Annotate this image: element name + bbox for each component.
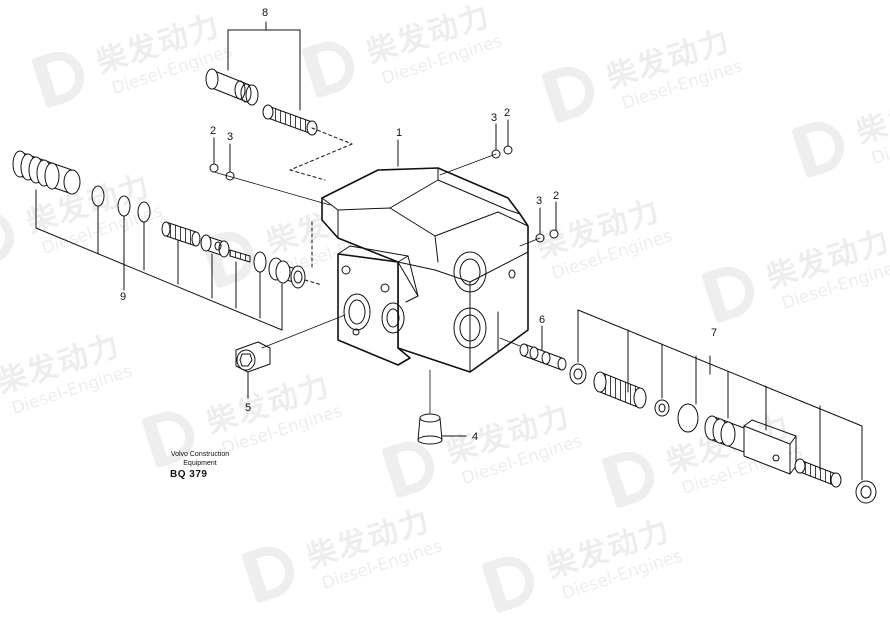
- spool-6: [499, 325, 567, 371]
- callout-3-lower-right: 3: [536, 195, 542, 207]
- exploded-parts-diagram: 1 2 3 2 3 2 3 4 5 6 7 8 9: [12, 7, 877, 504]
- screw-washer-right: [439, 119, 559, 247]
- relief-valve-assembly-7: [569, 309, 877, 504]
- callout-2-upper-right: 2: [504, 107, 510, 119]
- callout-7: 7: [711, 327, 717, 339]
- callout-3-upper-right: 3: [491, 112, 497, 124]
- callout-3-left: 3: [227, 131, 233, 143]
- callout-5: 5: [245, 402, 251, 414]
- plug-4: [417, 369, 467, 445]
- caption-line-2: Equipment: [183, 460, 217, 467]
- callout-4: 4: [472, 431, 478, 443]
- callout-8: 8: [262, 7, 268, 19]
- screw-washer-left: [209, 137, 331, 206]
- plug-5: [235, 314, 346, 399]
- caption-line-1: Volvo Construction: [170, 451, 230, 458]
- piston-spring-assembly-8: [205, 68, 353, 181]
- callout-1: 1: [396, 127, 402, 139]
- valve-housing: [321, 167, 529, 373]
- caption-code: BQ 379: [170, 469, 208, 480]
- leader-8: [227, 21, 301, 111]
- callout-2-lower-right: 2: [553, 190, 559, 202]
- plug-assembly-9: [12, 150, 323, 331]
- callout-9: 9: [120, 291, 126, 303]
- callout-2-left: 2: [210, 125, 216, 137]
- diagram-caption: Volvo Construction Equipment BQ 379: [160, 450, 240, 480]
- callout-numbers: 1 2 3 2 3 2 3 4 5 6 7 8 9: [120, 7, 717, 443]
- callout-6: 6: [539, 314, 545, 326]
